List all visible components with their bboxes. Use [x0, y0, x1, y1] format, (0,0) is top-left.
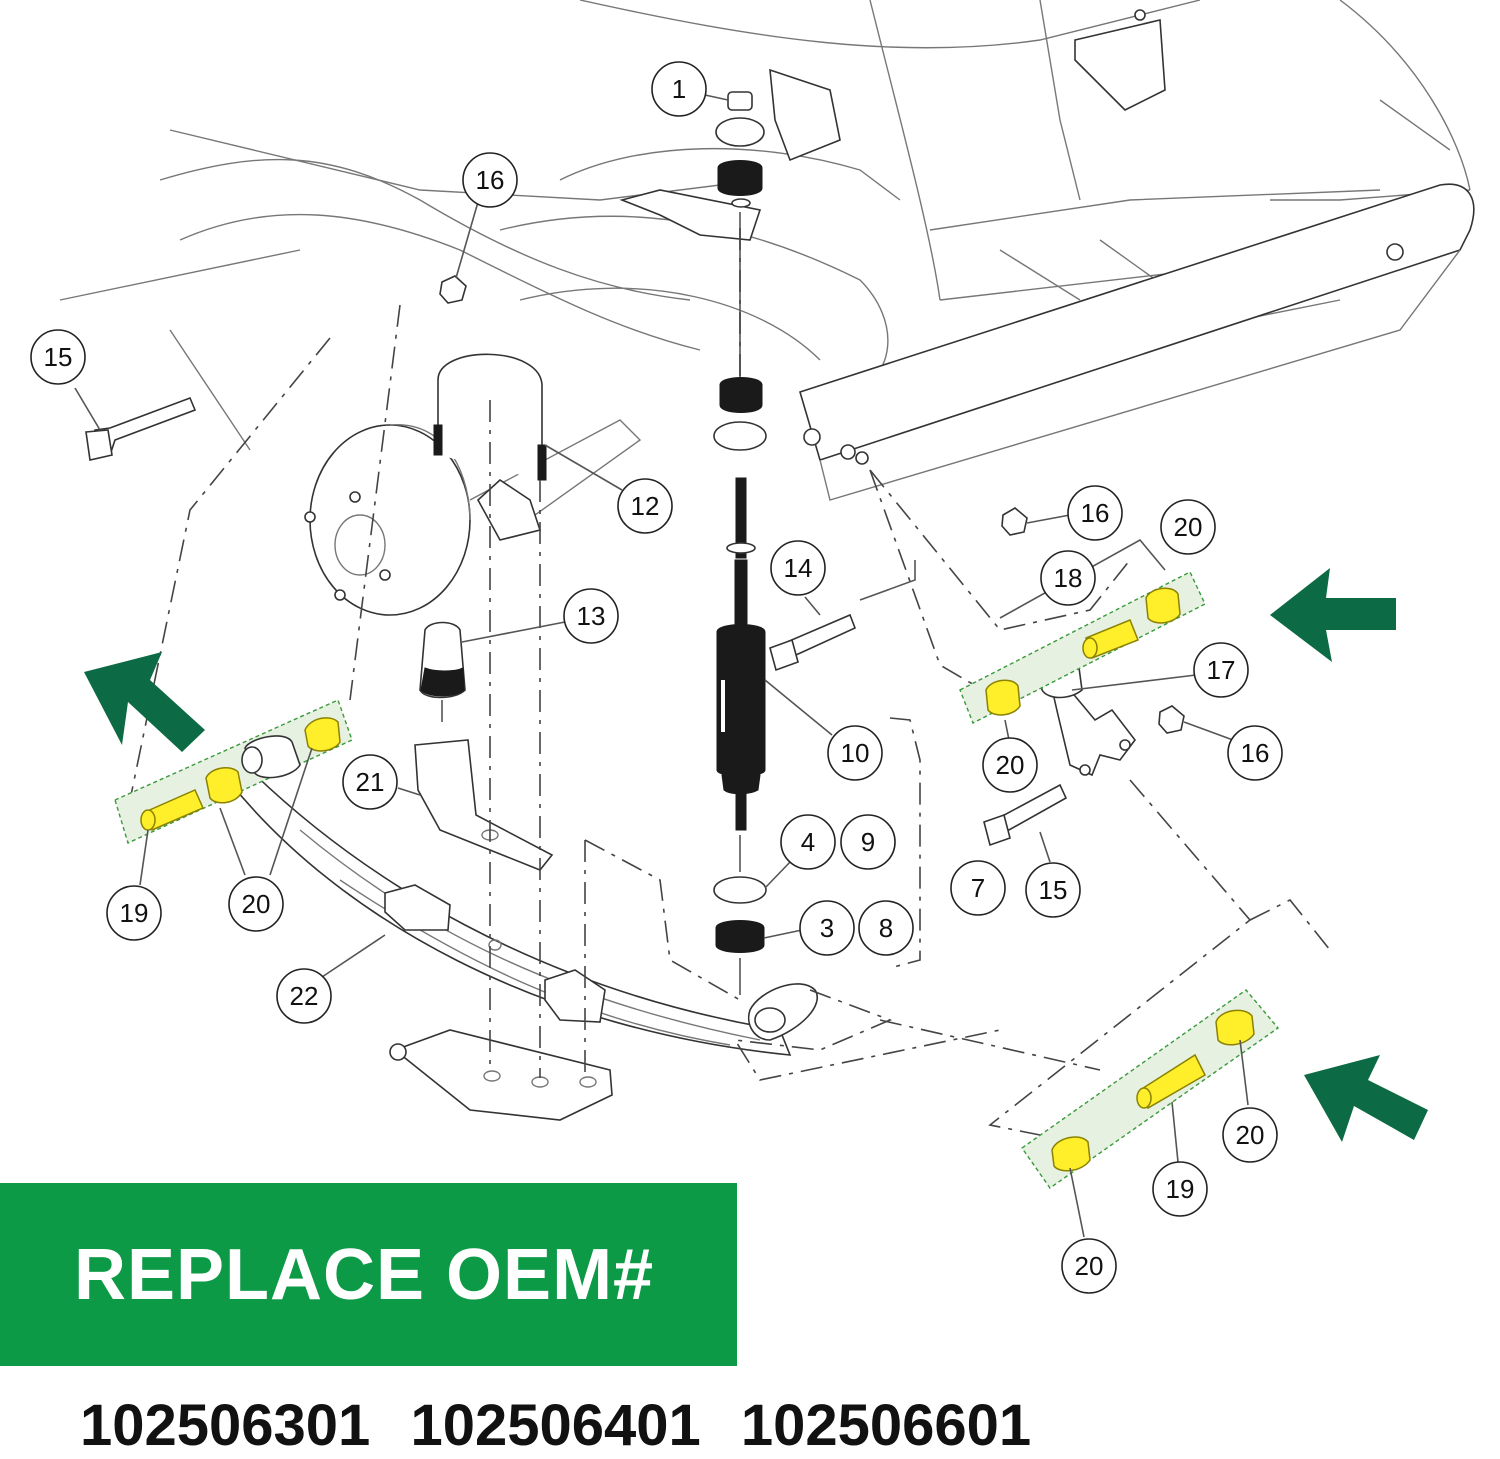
callout-20: 20 — [228, 876, 284, 932]
svg-text:21: 21 — [356, 767, 385, 797]
svg-text:20: 20 — [1075, 1251, 1104, 1281]
oem-number: 102506401 — [410, 1393, 701, 1458]
bump-stop — [419, 621, 466, 722]
callout-17: 17 — [1193, 642, 1249, 698]
svg-text:22: 22 — [290, 981, 319, 1011]
callout-15: 15 — [30, 329, 86, 385]
callout-12: 12 — [617, 478, 673, 534]
callout-14: 14 — [770, 540, 826, 596]
arrow-icon — [84, 652, 205, 752]
bolts-and-nuts — [85, 275, 1185, 847]
callout-1: 1 — [651, 61, 707, 117]
callout-10: 10 — [827, 725, 883, 781]
callout-13: 13 — [563, 588, 619, 644]
callout-20: 20 — [1160, 499, 1216, 555]
svg-text:12: 12 — [631, 491, 660, 521]
svg-text:17: 17 — [1207, 655, 1236, 685]
callout-16: 16 — [1067, 485, 1123, 541]
svg-text:15: 15 — [44, 342, 73, 372]
callout-16: 16 — [462, 152, 518, 208]
svg-text:15: 15 — [1039, 875, 1068, 905]
svg-text:7: 7 — [971, 873, 985, 903]
callout-9: 9 — [840, 814, 896, 870]
callout-4: 4 — [780, 814, 836, 870]
bushing-kit-left — [114, 699, 353, 844]
svg-text:20: 20 — [242, 889, 271, 919]
callout-21: 21 — [342, 754, 398, 810]
svg-text:16: 16 — [1081, 498, 1110, 528]
svg-text:4: 4 — [801, 827, 815, 857]
svg-text:9: 9 — [861, 827, 875, 857]
callout-16: 16 — [1227, 725, 1283, 781]
oem-number: 102506301 — [80, 1393, 371, 1458]
svg-text:1: 1 — [672, 74, 686, 104]
callout-22: 22 — [276, 968, 332, 1024]
callout-20: 20 — [1061, 1238, 1117, 1294]
arrow-icon — [1304, 1055, 1428, 1142]
callout-18: 18 — [1040, 550, 1096, 606]
callout-20: 20 — [1222, 1107, 1278, 1163]
callout-20: 20 — [982, 737, 1038, 793]
svg-text:19: 19 — [1166, 1174, 1195, 1204]
svg-text:20: 20 — [1174, 512, 1203, 542]
vehicle-body-outline — [59, 0, 1475, 501]
callout-19: 19 — [106, 885, 162, 941]
svg-text:10: 10 — [841, 738, 870, 768]
bushing-kit-right-upper — [959, 571, 1206, 724]
banner-text: REPLACE OEM# — [74, 1234, 655, 1315]
svg-text:18: 18 — [1054, 563, 1083, 593]
callout-8: 8 — [858, 900, 914, 956]
bushing-kit-right-lower — [1021, 989, 1280, 1189]
oem-part-numbers: 102506301 102506401 102506601 — [80, 1392, 1055, 1459]
replace-oem-banner: REPLACE OEM# — [0, 1183, 737, 1366]
spring-bracket — [414, 739, 554, 871]
svg-text:14: 14 — [784, 553, 813, 583]
arrow-icon — [1270, 568, 1396, 662]
svg-text:20: 20 — [1236, 1120, 1265, 1150]
svg-text:16: 16 — [476, 165, 505, 195]
oem-number: 102506601 — [740, 1393, 1032, 1458]
leaf-spring — [227, 758, 818, 1121]
callout-19: 19 — [1152, 1161, 1208, 1217]
shock-absorber — [713, 91, 767, 995]
svg-text:16: 16 — [1241, 738, 1270, 768]
svg-text:3: 3 — [820, 913, 834, 943]
svg-text:19: 19 — [120, 898, 149, 928]
callout-3: 3 — [799, 900, 855, 956]
callout-15: 15 — [1025, 862, 1081, 918]
callout-7: 7 — [950, 860, 1006, 916]
svg-text:20: 20 — [996, 750, 1025, 780]
svg-text:13: 13 — [577, 601, 606, 631]
svg-text:8: 8 — [879, 913, 893, 943]
